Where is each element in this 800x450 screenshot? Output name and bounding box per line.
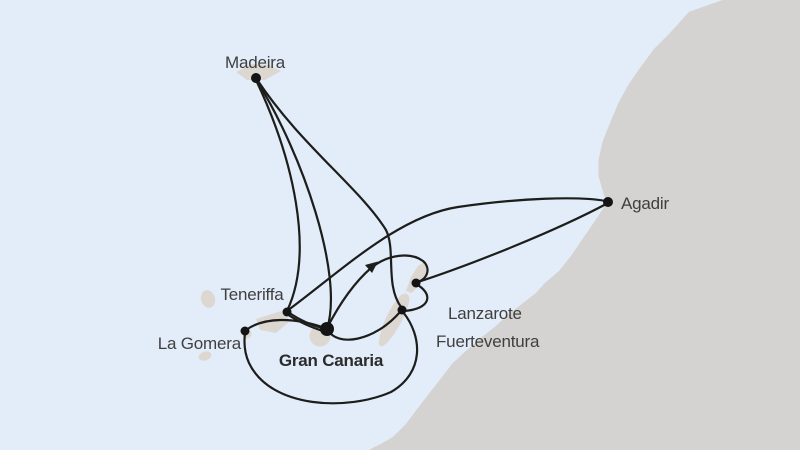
port-dot-agadir xyxy=(603,197,613,207)
port-label-agadir: Agadir xyxy=(621,194,669,213)
port-label-madeira: Madeira xyxy=(225,53,286,72)
africa-landmass xyxy=(370,0,800,450)
port-dot-fuerteventura xyxy=(397,305,407,315)
port-dot-lanzarote xyxy=(411,278,421,288)
route-lanzarote-fuerteventura xyxy=(402,282,429,313)
port-label-la-gomera: La Gomera xyxy=(158,334,242,353)
port-label-teneriffa: Teneriffa xyxy=(220,285,284,304)
direction-arrow-icon xyxy=(365,261,378,273)
route-gran-canaria-fuerteventura xyxy=(326,310,402,341)
route-fuerteventura-la-gomera xyxy=(243,310,419,405)
port-dot-gran-canaria xyxy=(320,322,334,336)
route-lines-group xyxy=(243,76,610,405)
port-dot-madeira xyxy=(251,73,261,83)
route-teneriffa-madeira xyxy=(254,78,301,313)
route-gran-canaria-madeira xyxy=(255,79,332,331)
island-el-hierro xyxy=(198,351,212,361)
port-label-gran-canaria: Gran Canaria xyxy=(279,351,384,370)
route-agadir-lanzarote xyxy=(416,201,610,284)
port-label-fuerteventura: Fuerteventura xyxy=(436,332,540,351)
port-labels-group: Madeira Agadir Teneriffa La Gomera Gran … xyxy=(158,53,670,370)
island-la-palma xyxy=(200,290,216,308)
port-label-lanzarote: Lanzarote xyxy=(448,304,522,323)
route-gran-canaria-lanzarote xyxy=(325,254,429,330)
port-dot-la-gomera xyxy=(240,326,250,336)
island-madeira xyxy=(236,64,281,80)
route-madeira-fuerteventura xyxy=(254,76,403,309)
island-lanzarote xyxy=(406,261,428,293)
route-teneriffa-agadir xyxy=(285,197,608,313)
island-tenerife xyxy=(256,311,290,333)
port-dots-group xyxy=(240,73,613,336)
port-dot-teneriffa xyxy=(282,307,292,317)
